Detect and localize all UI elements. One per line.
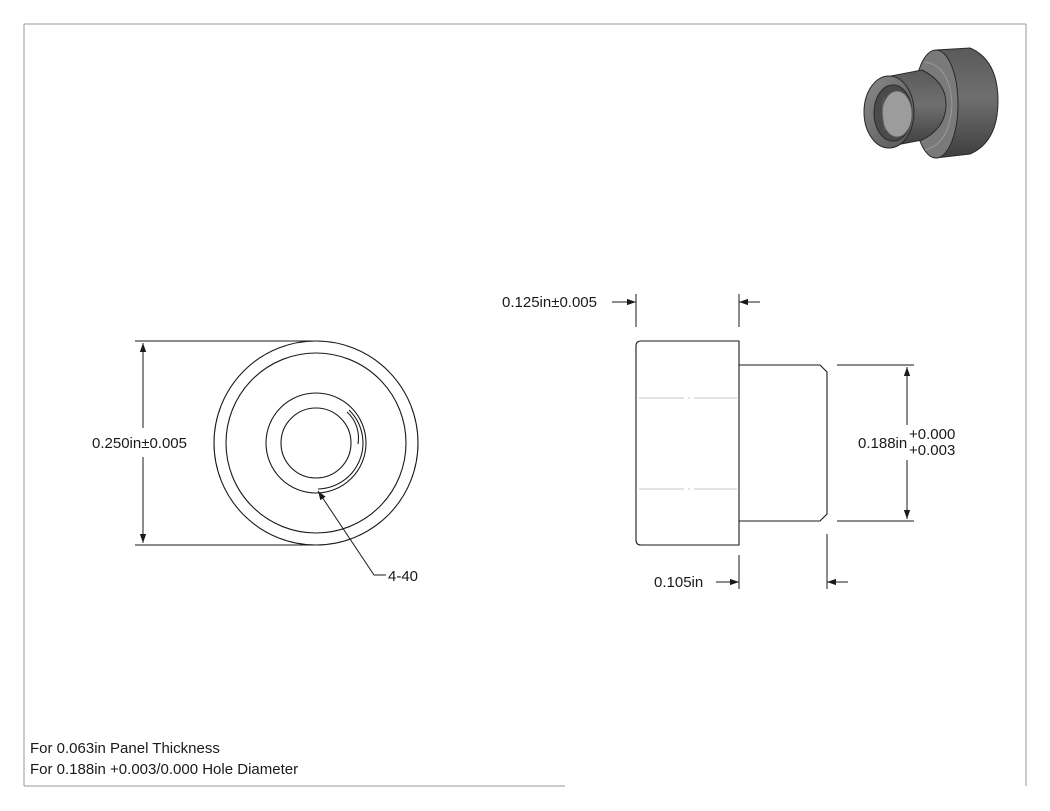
shank-diameter-label: 0.188in bbox=[858, 435, 907, 452]
outer-diameter-label: 0.250in±0.005 bbox=[92, 435, 187, 452]
hidden-thread-lines bbox=[639, 397, 737, 490]
front-view bbox=[213, 340, 419, 546]
thread-major-circle bbox=[265, 392, 367, 494]
side-view bbox=[635, 340, 828, 546]
shank-circle bbox=[225, 352, 407, 534]
thread-leader bbox=[317, 490, 386, 576]
note-panel-thickness: For 0.063in Panel Thickness bbox=[30, 740, 220, 757]
isometric-part-render bbox=[863, 47, 999, 159]
flange-thickness-label: 0.125in±0.005 bbox=[502, 294, 597, 311]
thread-minor-circle bbox=[280, 407, 352, 479]
shank-tolerance-lower: +0.003 bbox=[909, 442, 955, 459]
shank-tolerance-upper: +0.000 bbox=[909, 426, 955, 443]
thread-label: 4-40 bbox=[388, 568, 418, 585]
flange-thickness-dimension bbox=[612, 294, 760, 327]
thread-helix-arc bbox=[317, 409, 364, 490]
shank-length-dimension bbox=[716, 534, 848, 589]
note-hole-diameter: For 0.188in +0.003/0.000 Hole Diameter bbox=[30, 761, 299, 778]
outer-flange-circle bbox=[213, 340, 419, 546]
outer-diameter-dimension bbox=[135, 340, 312, 546]
shank-length-label: 0.105in bbox=[654, 574, 703, 591]
shank-diameter-dimension bbox=[837, 364, 914, 522]
drawing-frame bbox=[23, 23, 1027, 787]
flange-outline bbox=[635, 340, 740, 546]
shank-outline bbox=[739, 364, 828, 522]
